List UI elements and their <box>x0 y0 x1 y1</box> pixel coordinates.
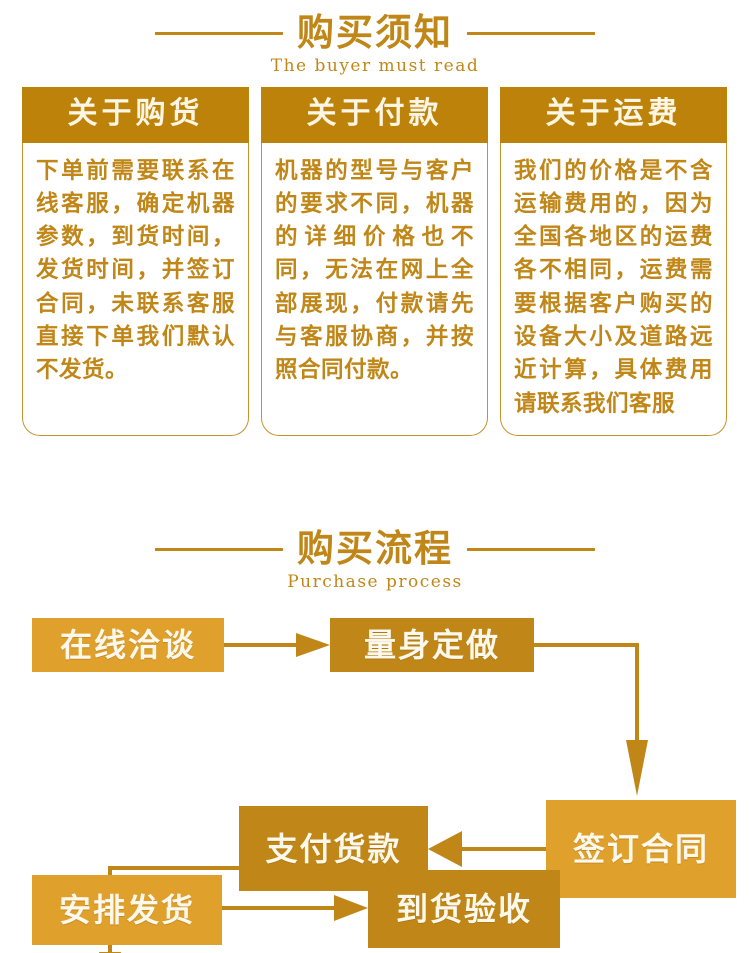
flow-step-custom-made[interactable]: 量身定做 <box>330 618 534 672</box>
flow-step-label: 在线洽谈 <box>59 626 196 664</box>
flow-step-online-consult[interactable]: 在线洽谈 <box>32 618 224 672</box>
info-card-list: 关于购货 下单前需要联系在线客服，确定机器参数，到货时间，发货时间，并签订合同，… <box>22 87 728 436</box>
card-heading: 关于运费 <box>500 87 727 143</box>
card-heading: 关于付款 <box>261 87 488 143</box>
flow-step-label: 安排发货 <box>58 891 195 929</box>
title-rule-left <box>155 31 283 35</box>
purchase-flow-diagram: 在线洽谈 量身定做 签订合同 支付货款 安排发货 到货验收 <box>0 600 750 953</box>
card-body: 机器的型号与客户的要求不同，机器的详细价格也不同，无法在网上全部展现，付款请先与… <box>261 142 488 436</box>
info-card-purchase: 关于购货 下单前需要联系在线客服，确定机器参数，到货时间，发货时间，并签订合同，… <box>22 87 249 436</box>
arrow-online-consult-to-custom-made <box>224 633 330 657</box>
section-title-cn: 购买须知 <box>297 11 453 54</box>
info-card-shipping: 关于运费 我们的价格是不含运输费用的，因为全国各地区的运费各不相同，运费需要根据… <box>500 87 727 436</box>
section-subtitle-en: The buyer must read <box>270 55 480 76</box>
flow-step-label: 到货验收 <box>395 890 532 928</box>
card-body: 下单前需要联系在线客服，确定机器参数，到货时间，发货时间，并签订合同，未联系客服… <box>22 142 249 436</box>
flow-step-label: 量身定做 <box>363 626 500 664</box>
flow-step-receive-check[interactable]: 到货验收 <box>368 870 560 948</box>
flow-step-arrange-shipment[interactable]: 安排发货 <box>32 875 222 945</box>
flow-step-sign-contract[interactable]: 签订合同 <box>546 800 736 898</box>
title-row: 购买流程 <box>0 527 750 570</box>
section-subtitle-en: Purchase process <box>287 571 463 592</box>
card-text: 下单前需要联系在线客服，确定机器参数，到货时间，发货时间，并签订合同，未联系客服… <box>36 157 235 384</box>
section-title-buyer-notice: 购买须知 The buyer must read <box>0 11 750 76</box>
section-title-cn: 购买流程 <box>297 527 453 570</box>
card-text: 机器的型号与客户的要求不同，机器的详细价格也不同，无法在网上全部展现，付款请先与… <box>275 157 474 384</box>
title-rule-right <box>467 547 595 551</box>
arrow-sign-contract-to-pay <box>428 831 546 867</box>
card-heading: 关于购货 <box>22 87 249 143</box>
card-body: 我们的价格是不含运输费用的，因为全国各地区的运费各不相同，运费需要根据客户购买的… <box>500 142 727 436</box>
title-row: 购买须知 <box>0 11 750 54</box>
card-text: 我们的价格是不含运输费用的，因为全国各地区的运费各不相同，运费需要根据客户购买的… <box>514 157 713 417</box>
arrow-arrange-shipment-to-receive-check <box>222 895 368 921</box>
flow-step-label: 签订合同 <box>572 830 709 868</box>
section-title-purchase-process: 购买流程 Purchase process <box>0 527 750 592</box>
flow-step-label: 支付货款 <box>265 829 402 868</box>
info-card-payment: 关于付款 机器的型号与客户的要求不同，机器的详细价格也不同，无法在网上全部展现，… <box>261 87 488 436</box>
title-rule-right <box>467 31 595 35</box>
title-rule-left <box>155 547 283 551</box>
flow-connectors <box>99 633 648 953</box>
arrow-custom-made-to-sign-contract <box>534 643 648 796</box>
